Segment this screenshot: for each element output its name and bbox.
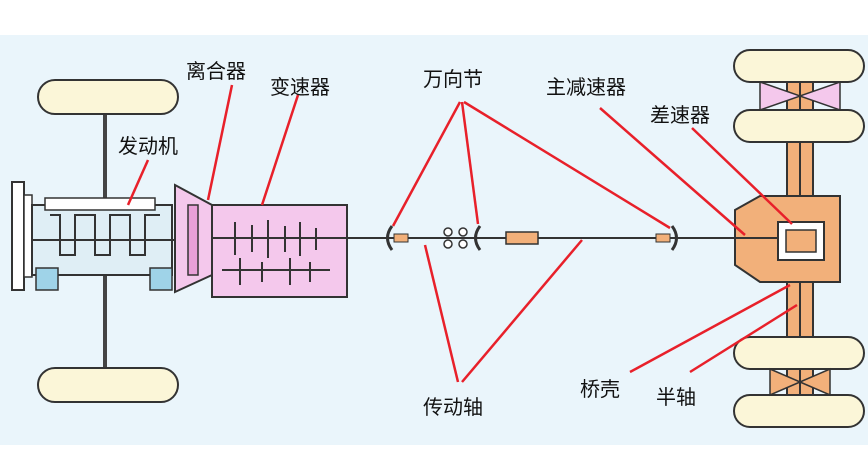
leader-clutch (206, 84, 234, 201)
label-universal-joint: 万向节 (423, 67, 483, 91)
front-right-wheel (37, 367, 179, 403)
center-bearing (443, 227, 468, 249)
universal-joint-1 (386, 225, 394, 251)
label-axle-housing: 桥壳 (580, 377, 620, 401)
engine-sump-right (149, 267, 173, 291)
engine-sump-left (35, 267, 59, 291)
gearbox-body (211, 204, 348, 298)
label-drive-shaft: 传动轴 (423, 395, 483, 419)
universal-joint-3 (670, 225, 678, 251)
drive-shaft-slip-joint (505, 231, 539, 245)
front-left-wheel (37, 79, 179, 115)
leader-half-shaft (689, 303, 798, 374)
leader-lines (126, 84, 798, 383)
universal-joint-2 (474, 225, 482, 251)
differential-gears (785, 229, 817, 253)
label-differential: 差速器 (650, 103, 710, 127)
leader-axle-housing (629, 283, 791, 374)
rear-upper-wheels (733, 49, 865, 143)
label-transmission: 变速器 (270, 75, 330, 99)
leader-ujoint-2 (460, 101, 480, 225)
engine-head (44, 197, 156, 211)
rear-lower-wheels (733, 336, 865, 428)
label-half-shaft: 半轴 (656, 385, 696, 409)
engine-front-plate-inner (23, 194, 33, 278)
leader-ujoint-3 (463, 100, 671, 230)
leader-driveshaft-1 (423, 244, 460, 383)
gearbox-gears (234, 220, 317, 285)
leader-differential (691, 127, 793, 225)
leader-driveshaft-2 (461, 239, 583, 383)
drive-shaft-yoke-1 (393, 233, 409, 243)
label-final-drive: 主减速器 (546, 75, 626, 99)
leader-ujoint-1 (391, 101, 462, 227)
leader-engine (126, 159, 150, 206)
leader-transmission (260, 94, 300, 206)
drive-shaft-yoke-2 (655, 233, 671, 243)
engine-front-plate (11, 181, 25, 291)
engine-cylinders (50, 214, 160, 256)
label-engine: 发动机 (118, 134, 178, 158)
label-clutch: 离合器 (186, 59, 246, 83)
clutch-plate (187, 204, 199, 276)
leader-final-drive (599, 107, 746, 236)
